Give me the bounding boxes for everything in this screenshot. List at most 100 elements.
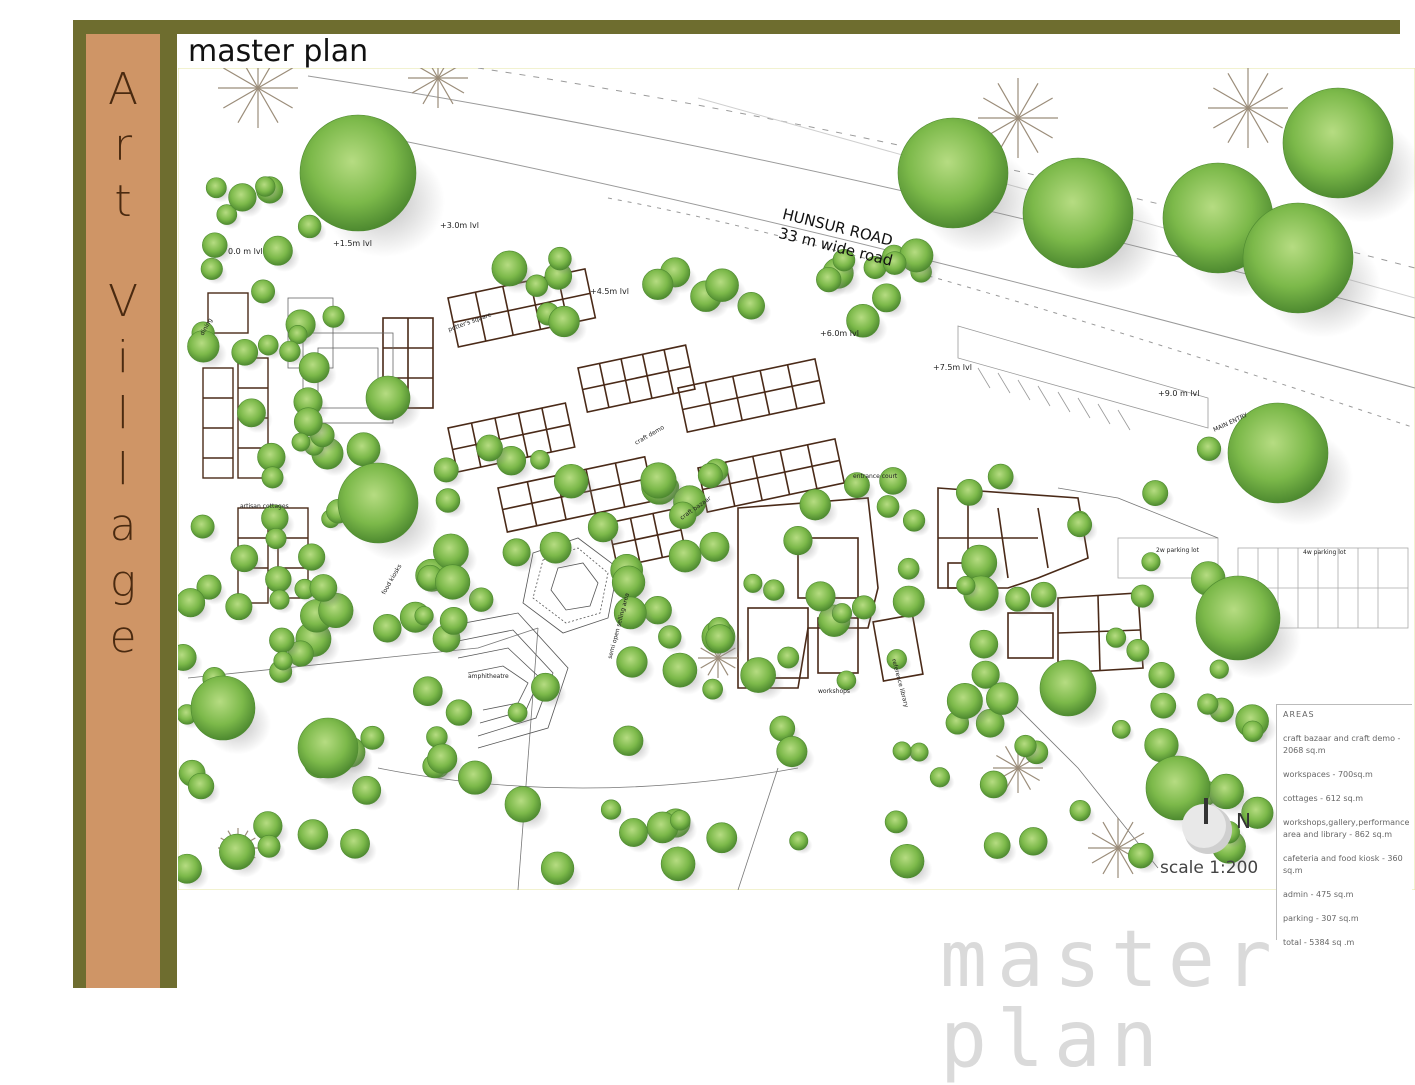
tree xyxy=(832,248,861,276)
tree xyxy=(705,624,741,659)
tree xyxy=(1195,575,1301,679)
tree xyxy=(699,531,737,569)
tree xyxy=(265,528,292,554)
tree xyxy=(789,831,813,855)
tree xyxy=(190,514,221,544)
scale-label: scale 1:200 xyxy=(1160,858,1259,878)
tree xyxy=(1242,202,1381,338)
tree xyxy=(298,543,332,577)
tree xyxy=(309,574,344,608)
tree xyxy=(435,564,479,608)
tree xyxy=(892,585,933,625)
tree xyxy=(553,463,597,506)
tree xyxy=(986,682,1027,722)
tree xyxy=(777,646,805,673)
tree xyxy=(697,463,729,494)
title-letter: t xyxy=(114,176,132,227)
tree xyxy=(299,114,445,258)
tree xyxy=(476,434,510,467)
tree xyxy=(740,657,785,701)
tree xyxy=(1019,827,1055,862)
tree xyxy=(200,257,228,285)
tree xyxy=(1014,734,1042,762)
level-label: +4.5m lvl xyxy=(590,287,629,296)
tree xyxy=(1105,627,1131,652)
tree xyxy=(279,340,306,367)
tree xyxy=(507,702,532,727)
north-letter: N xyxy=(1236,809,1251,833)
tree xyxy=(365,375,421,430)
master-plan-drawing: HUNSUR ROAD 33 m wide road 0.0 m lvl +1.… xyxy=(178,68,1415,890)
areas-item: admin - 475 sq.m xyxy=(1283,890,1354,899)
title-letter: e xyxy=(109,612,137,663)
tree xyxy=(190,675,271,755)
tree xyxy=(231,338,265,372)
tree xyxy=(1069,799,1096,826)
title-letter: i xyxy=(116,332,130,383)
tree xyxy=(882,251,912,280)
tree xyxy=(1128,842,1160,874)
tree xyxy=(876,495,905,523)
level-label: +3.0m lvl xyxy=(440,221,479,230)
level-label: +7.5m lvl xyxy=(933,363,972,372)
level-label: +9.0 m lvl xyxy=(1158,389,1199,398)
tree xyxy=(1022,157,1161,293)
tree xyxy=(1126,638,1155,667)
tree xyxy=(983,832,1017,865)
tree xyxy=(1197,693,1224,720)
tree xyxy=(702,678,728,704)
tree xyxy=(1282,87,1415,223)
tree xyxy=(1242,720,1269,747)
title-letter: r xyxy=(113,120,133,171)
tree xyxy=(228,183,264,218)
tree xyxy=(504,786,550,831)
tree xyxy=(261,466,289,493)
tree xyxy=(600,799,626,824)
tree xyxy=(257,834,286,863)
zone-label: entrance court xyxy=(853,473,898,480)
tree xyxy=(413,676,450,713)
zone-label: 4w parking lot xyxy=(1303,549,1347,556)
areas-heading: AREAS xyxy=(1283,710,1315,719)
tree xyxy=(640,462,686,507)
tree xyxy=(670,809,696,835)
tree xyxy=(178,853,209,890)
tree xyxy=(530,449,555,474)
tree xyxy=(202,232,234,264)
tree xyxy=(743,573,767,597)
tree xyxy=(643,596,679,631)
tree xyxy=(187,772,221,805)
tree xyxy=(225,593,259,626)
tree xyxy=(291,432,315,456)
tree xyxy=(298,352,337,390)
zone-label: 2w parking lot xyxy=(1156,547,1200,554)
tree xyxy=(427,743,465,780)
title-letter: V xyxy=(107,276,139,327)
tree xyxy=(851,595,882,625)
tree xyxy=(265,566,298,598)
tree xyxy=(955,479,989,512)
title-letter: l xyxy=(116,444,130,495)
tree xyxy=(929,767,955,792)
vertical-title: A r t V i l l a g e xyxy=(86,62,160,666)
tree xyxy=(216,204,242,230)
level-label: +6.0m lvl xyxy=(820,329,859,338)
areas-item: workspaces - 700sq.m xyxy=(1283,770,1373,779)
tree xyxy=(548,305,588,344)
tree xyxy=(539,531,580,571)
areas-item: cafeteria and food kiosk - 360 sq.m xyxy=(1283,854,1403,875)
tree xyxy=(619,818,655,853)
zone-label: artisan cottages xyxy=(240,503,289,510)
frame-top-bar xyxy=(73,20,1400,34)
title-letter: a xyxy=(109,500,137,551)
watermark-text: master plan xyxy=(940,915,1282,1085)
tree xyxy=(902,509,931,537)
tree xyxy=(273,651,297,675)
tree xyxy=(318,592,362,636)
frame-inner-bar xyxy=(160,34,177,988)
tree xyxy=(987,463,1020,495)
tree xyxy=(237,398,273,434)
tree xyxy=(1141,552,1165,576)
tree xyxy=(230,544,265,578)
semi-open-selling-area xyxy=(522,537,619,634)
